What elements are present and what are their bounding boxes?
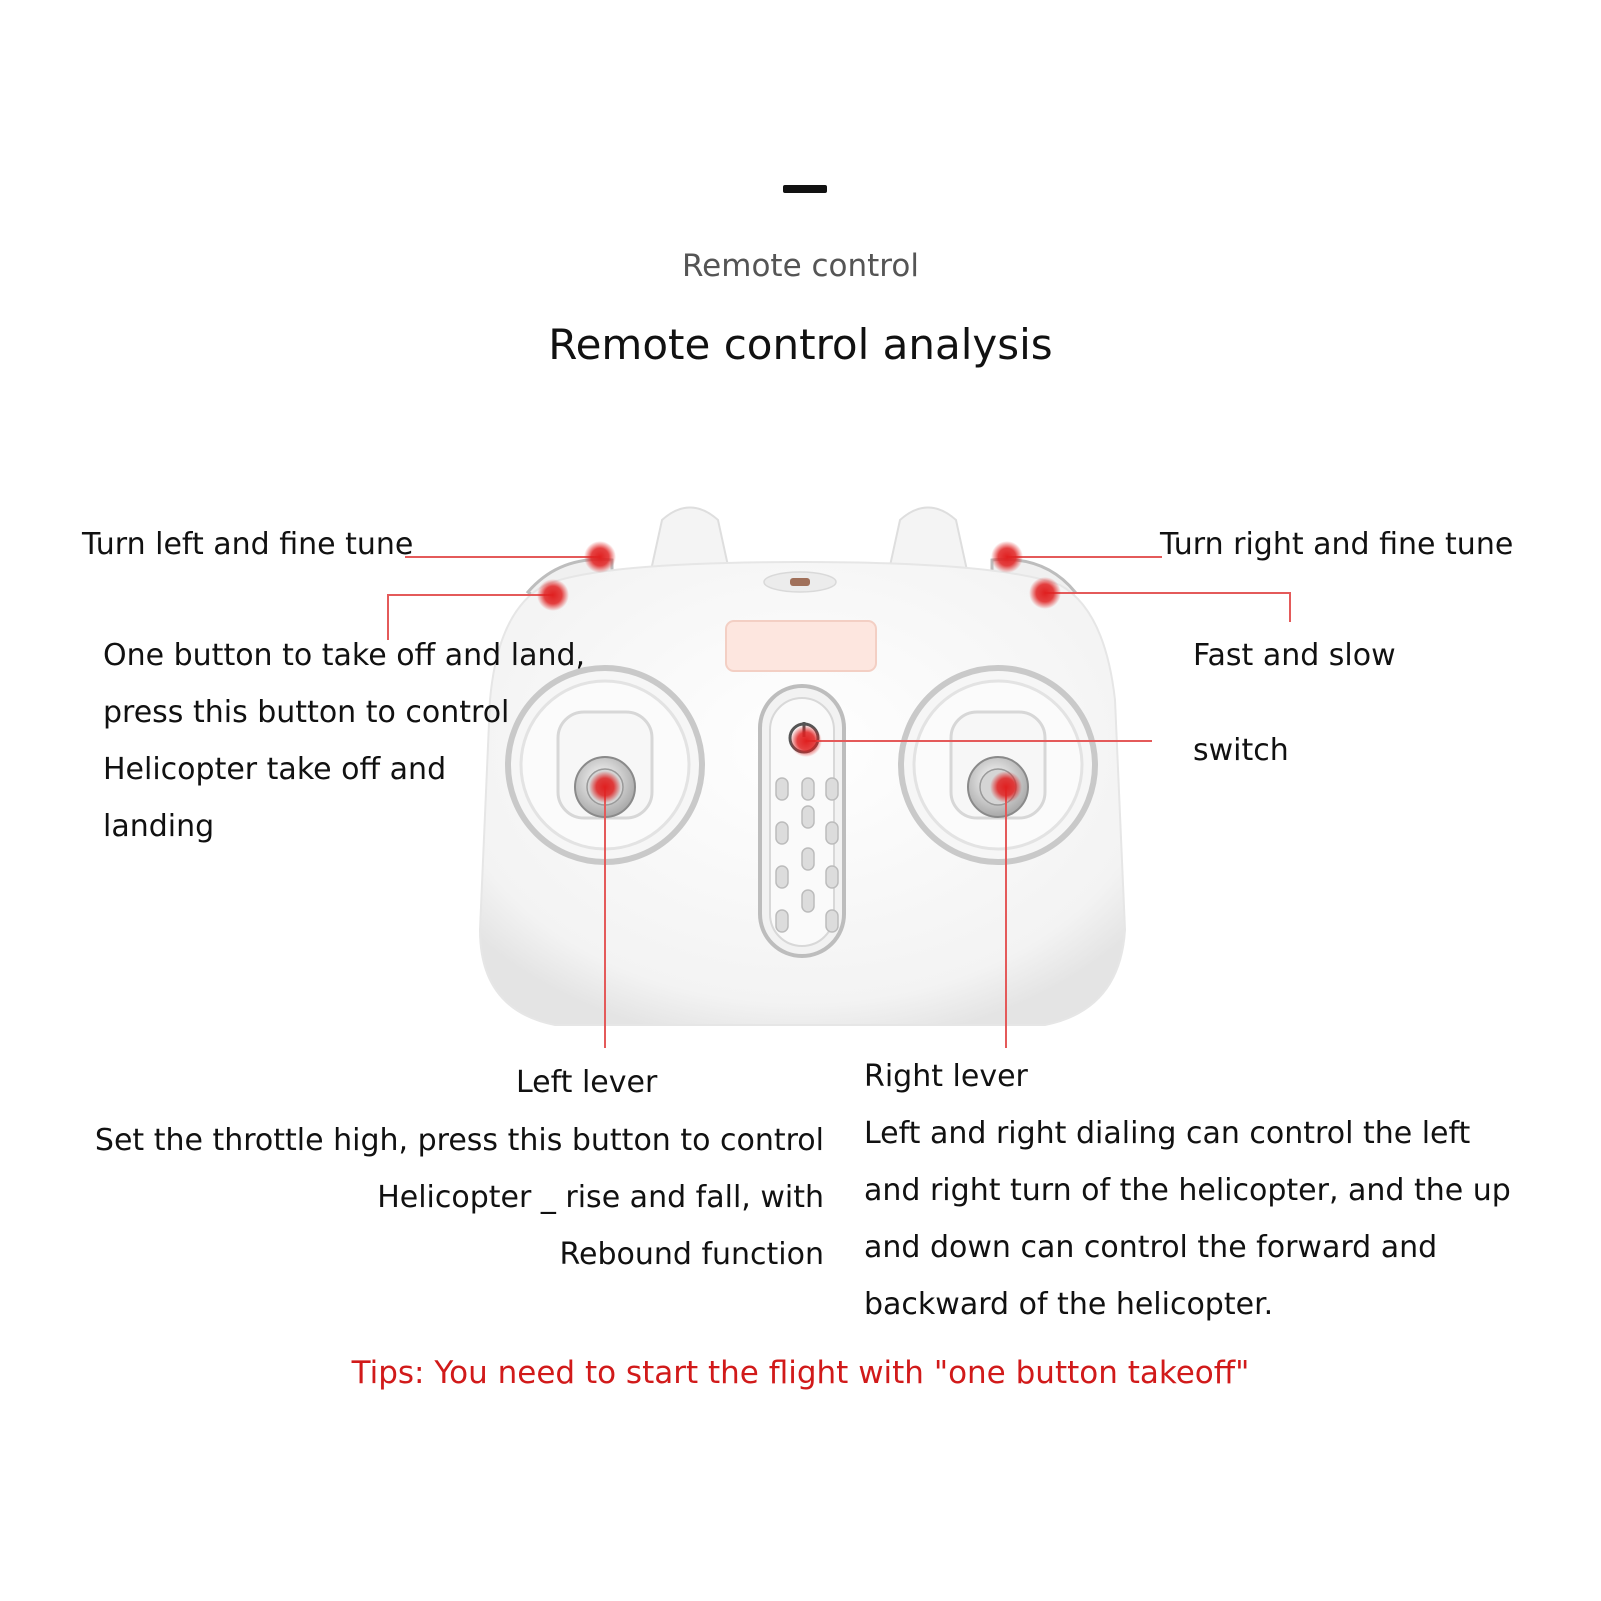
marker-right-lever: [990, 771, 1022, 803]
page-subtitle: Remote control: [682, 248, 919, 284]
page-title: Remote control analysis: [548, 320, 1053, 369]
marker-turn-left: [584, 541, 616, 573]
port-indicator: [790, 578, 810, 586]
callout-fast-slow: Fast and slow: [1193, 638, 1396, 673]
callout-turn-right: Turn right and fine tune: [1160, 527, 1514, 562]
antenna-right: [886, 506, 970, 576]
callout-right-lever-title: Right lever: [864, 1059, 1028, 1094]
marker-switch: [790, 725, 822, 757]
grip-dots: [775, 777, 839, 933]
callout-switch: switch: [1193, 733, 1289, 768]
indicator-light: [725, 620, 877, 672]
marker-turn-right: [991, 541, 1023, 573]
right-stick[interactable]: [898, 665, 1098, 865]
header-dash: [783, 185, 827, 193]
marker-left-lever: [589, 771, 621, 803]
antenna-left: [648, 506, 732, 576]
leader-lines: [387, 556, 1291, 1048]
callout-turn-left: Turn left and fine tune: [82, 527, 414, 562]
callout-left-lever-title: Left lever: [516, 1065, 658, 1100]
callout-right-lever-desc: Left and right dialing can control the l…: [864, 1116, 1511, 1322]
callout-left-lever-desc: Set the throttle high, press this button…: [94, 1123, 824, 1272]
marker-fast-slow: [1029, 577, 1061, 609]
marker-takeoff: [537, 579, 569, 611]
tips-text: Tips: You need to start the flight with …: [351, 1355, 1250, 1391]
callout-takeoff: One button to take off and land, press t…: [103, 638, 586, 844]
marker-dots: [537, 541, 1061, 803]
